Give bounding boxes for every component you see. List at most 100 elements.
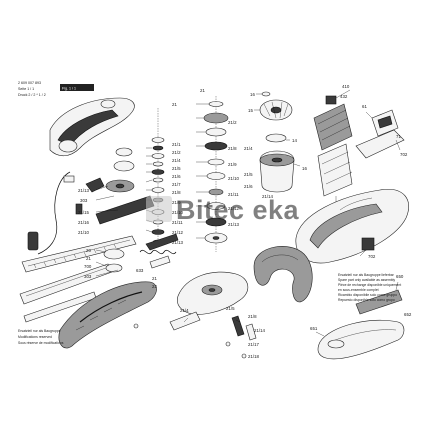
note-line: Modifications reserved <box>18 335 52 339</box>
callout-label: 22 <box>152 284 157 289</box>
note-line: Ersatzteil nur als Baugruppe lieferbar <box>338 273 395 277</box>
note-line: Spare part only available as assembly <box>338 278 395 282</box>
front-handle <box>253 246 313 303</box>
notes-bottom-right: Ersatzteil nur als Baugruppe lieferbar S… <box>338 273 401 302</box>
callout-label: 21 <box>152 276 157 281</box>
callout-label: 16 <box>250 92 255 97</box>
callout-label: 16 <box>302 166 307 171</box>
gear-wheels <box>85 147 135 273</box>
fasteners <box>133 315 257 359</box>
callout-label: 61 <box>362 104 367 109</box>
header-badge-bg <box>60 84 94 91</box>
callout-label: 21/6 <box>244 184 253 189</box>
callout-label: 21/12 <box>228 206 240 211</box>
callout-label: 21/7 <box>172 182 181 187</box>
callout-label: 303 <box>84 274 92 279</box>
callouts-motor-column: 21 21/2 21/8 21/9 21/10 21/11 21/12 21/1… <box>200 88 240 227</box>
callout-label: 21 <box>86 256 91 261</box>
callouts-right-lower: 650 651 652 <box>310 274 412 331</box>
note-line: en sous-ensemble complet <box>338 288 379 292</box>
callout-label: 21 <box>200 88 205 93</box>
callout-label: 432 <box>340 94 348 99</box>
callout-label: 21/9 <box>172 200 181 205</box>
callout-label: 700 <box>84 264 92 269</box>
motor-housing <box>259 150 295 193</box>
callout-label: 21/13 <box>78 188 90 193</box>
callout-label: 21/10 <box>228 176 240 181</box>
callout-label: 21/11 <box>172 220 183 225</box>
callout-label: 71 <box>396 134 401 139</box>
header-line3: Druck 2 / 2 * 1 / 2 <box>18 93 46 97</box>
callouts-motor-top: 16 15 21/4 21/5 21/6 14 21/14 16 <box>244 92 307 199</box>
callout-label: 20 <box>86 248 91 253</box>
header-line2: Seite 1 / 1 <box>18 87 34 91</box>
hand-guard <box>58 281 157 349</box>
callouts-shaft-column: 21 21/1 21/2 21/4 21/5 21/6 21/7 21/8 21… <box>172 102 184 245</box>
callout-label: 650 <box>396 274 404 279</box>
gear-housing-cover <box>49 97 135 157</box>
callout-label: 21/15 <box>78 210 90 215</box>
callout-label: 21/2 <box>228 120 237 125</box>
callout-label: 21/8 <box>228 146 237 151</box>
callout-label: 21/10 <box>172 210 184 215</box>
callout-label: 21/12 <box>172 230 184 235</box>
header-badge: Fig. 1 / 1 <box>62 87 76 91</box>
callout-label: 21/13 <box>172 240 184 245</box>
handle-shell <box>317 289 405 360</box>
callout-label: 21/4 <box>180 308 189 313</box>
shaft-parts-column <box>145 108 179 251</box>
callout-label: 21/9 <box>228 162 237 167</box>
callout-label: 21/4 <box>244 146 253 151</box>
callout-label: 21/13 <box>228 222 240 227</box>
rear-housing <box>295 189 409 264</box>
note-line: Sous réserve de modifications <box>18 341 64 345</box>
callout-label: 21/5 <box>226 306 235 311</box>
callout-label: 21/5 <box>244 172 253 177</box>
callout-label: 21/8 <box>172 190 181 195</box>
trigger-switch <box>355 109 405 159</box>
note-line: Ersatzteil nur als Baugruppe <box>18 329 61 333</box>
callout-label: 652 <box>404 312 412 317</box>
header-code: 2 609 007 893 <box>18 81 41 85</box>
callout-label: 14 <box>292 138 297 143</box>
callout-label: 21/10 <box>78 230 90 235</box>
callout-label: 303 <box>80 198 88 203</box>
callout-label: 15 <box>248 108 253 113</box>
callout-label: 651 <box>310 326 318 331</box>
spring-assembly <box>139 249 177 269</box>
power-cable <box>27 171 83 255</box>
callout-label: 633 <box>136 268 144 273</box>
motor-fan <box>259 91 293 143</box>
callout-label: 21/4 <box>172 158 181 163</box>
callout-label: 21/5 <box>172 166 181 171</box>
note-line: Repuesto disponible solo como grupo <box>338 298 395 302</box>
callout-label: 21 <box>172 102 177 107</box>
callouts-right-top: 410 432 61 71 702 702 <box>340 84 408 259</box>
watermark: Bitec eka <box>146 195 300 225</box>
callout-label: 21/1 <box>172 142 181 147</box>
callout-label: 21/16 <box>78 220 90 225</box>
diagram-header: 2 609 007 893 Seite 1 / 1 Druck 2 / 2 * … <box>18 81 94 97</box>
gear-plate <box>169 271 249 331</box>
notes-bottom-left: Ersatzteil nur als Baugruppe Modificatio… <box>18 329 64 345</box>
note-line: Pièce de rechange disponible uniquement <box>338 283 401 287</box>
callout-label: 702 <box>368 254 376 259</box>
callout-label: 21/8 <box>248 314 257 319</box>
callout-label: 21/2 <box>172 150 181 155</box>
callout-label: 21/6 <box>172 174 181 179</box>
note-line: Ricambio disponibile solo come gruppo <box>338 293 397 297</box>
callout-label: 21/14 <box>254 328 266 333</box>
callout-label: 702 <box>400 152 408 157</box>
callout-label: 21/17 <box>248 342 260 347</box>
callout-label: 21/14 <box>262 194 274 199</box>
watermark-text: Bitec eka <box>176 195 300 225</box>
motor-armature <box>313 95 353 214</box>
bearing-column <box>203 96 229 252</box>
callouts-left-side: 21/13 303 21/15 21/16 21/10 <box>78 188 90 235</box>
watermark-logo-icon <box>146 196 172 222</box>
callout-label: 410 <box>342 84 350 89</box>
callouts-left-lower: 20 21 700 303 633 21 22 <box>84 248 157 289</box>
callout-label: 21/18 <box>248 354 260 359</box>
callout-label: 21/11 <box>228 192 239 197</box>
